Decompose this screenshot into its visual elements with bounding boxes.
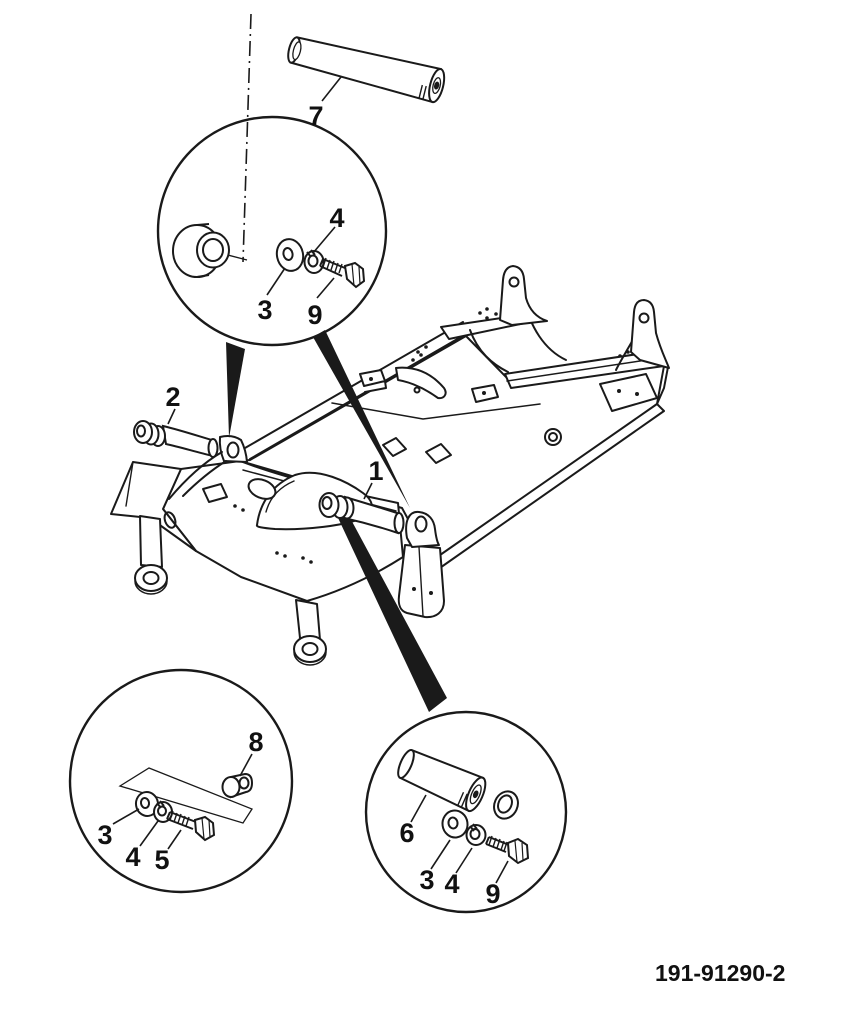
square-cutout	[202, 483, 228, 503]
detail-circle-top	[156, 115, 388, 347]
callout-label-6: 6	[399, 794, 427, 848]
leader-line	[139, 820, 159, 847]
curved-bracket	[395, 366, 447, 400]
tower-left	[499, 265, 548, 326]
drawing-number: 191-91290-2	[655, 960, 785, 986]
hex-bolt-5	[166, 810, 216, 842]
bushing-side	[196, 223, 210, 278]
retaining-ring	[493, 790, 519, 820]
left-rail	[244, 321, 467, 460]
tower-flare-inner	[469, 329, 509, 373]
leader-line	[312, 226, 336, 254]
callout-label-9-top: 9	[307, 277, 335, 330]
leader-line	[410, 794, 427, 823]
leader-line	[363, 482, 373, 500]
leader-line	[112, 808, 140, 825]
callout-wedge-right	[313, 330, 410, 508]
callout-label-8: 8	[239, 727, 264, 777]
callout-8: 8	[248, 727, 263, 757]
pin1-lug-hole	[414, 515, 428, 533]
leader-line	[495, 860, 509, 884]
lock-washer-top	[303, 249, 325, 274]
apron-slot	[163, 511, 177, 529]
callout-9: 9	[485, 879, 500, 909]
callout-wedge-long	[332, 501, 447, 712]
callout-4: 4	[329, 203, 344, 233]
leader-line	[239, 753, 253, 777]
callout-label-3-top: 3	[257, 267, 286, 325]
leg-center	[295, 599, 321, 641]
leader-line	[430, 839, 451, 870]
pin2-lug-hole	[226, 441, 240, 459]
callout-label-7: 7	[308, 76, 342, 131]
deck-cutout-2	[425, 443, 452, 464]
leader-line	[266, 267, 286, 296]
tower-right	[630, 299, 670, 369]
crossmember-lip	[506, 357, 661, 382]
callout-label-3-br: 3	[419, 839, 451, 895]
callout-label-4-top: 4	[312, 203, 345, 254]
bolt-tab-1	[359, 369, 387, 393]
leg-front-left	[139, 515, 163, 568]
detail-circle-bottom-right: 6 3 4 9	[364, 710, 568, 914]
callout-label-5: 5	[154, 829, 182, 875]
washer-br	[441, 809, 469, 839]
hex-bolt-top	[319, 257, 366, 289]
callout-1: 1	[368, 456, 383, 486]
bushing-detail	[172, 223, 230, 278]
tower-right-hole	[638, 312, 650, 324]
pivot-pin-6	[397, 748, 487, 813]
centerline	[242, 13, 252, 263]
callout-3: 3	[257, 295, 272, 325]
callout-2: 2	[165, 382, 180, 412]
callout-label-2: 2	[165, 382, 181, 425]
pivot-pin-1	[318, 492, 405, 535]
callout-wedge-left	[226, 342, 245, 438]
washer-top	[275, 238, 305, 272]
leader-line	[167, 408, 176, 425]
washer-bl	[134, 791, 160, 817]
callout-label-4-br: 4	[444, 847, 473, 899]
oval-cutout	[247, 478, 277, 500]
callout-9: 9	[307, 300, 322, 330]
hex-bolt-br	[485, 835, 530, 865]
callout-4: 4	[444, 869, 459, 899]
l-bracket	[599, 373, 658, 412]
callout-label-9-br: 9	[485, 860, 509, 909]
detail-circle-bottom-left: 3 4 5 8	[68, 668, 294, 894]
leader-line	[455, 847, 473, 874]
spacer-8	[221, 772, 254, 799]
bushing-bore	[202, 238, 224, 262]
lock-washer-br	[465, 823, 487, 846]
chassis-frame	[110, 265, 670, 666]
leader-line	[167, 829, 182, 850]
callout-3: 3	[419, 865, 434, 895]
face-holes	[233, 504, 313, 564]
callout-5: 5	[154, 845, 169, 875]
leader-line	[321, 76, 342, 102]
callout-label-3-bl: 3	[97, 808, 140, 850]
deck-cutout-1	[382, 437, 407, 457]
tower-left-hole	[508, 276, 520, 288]
callout-7: 7	[308, 101, 323, 131]
pivot-pin-2	[133, 420, 219, 458]
phantom-plate	[118, 767, 253, 824]
pivot-pin-7	[287, 36, 446, 104]
callout-6: 6	[399, 818, 414, 848]
leader-line	[316, 277, 335, 299]
callout-label-4-bl: 4	[125, 820, 159, 872]
callout-3: 3	[97, 820, 112, 850]
callout-label-1: 1	[363, 456, 384, 500]
callout-4: 4	[125, 842, 140, 872]
